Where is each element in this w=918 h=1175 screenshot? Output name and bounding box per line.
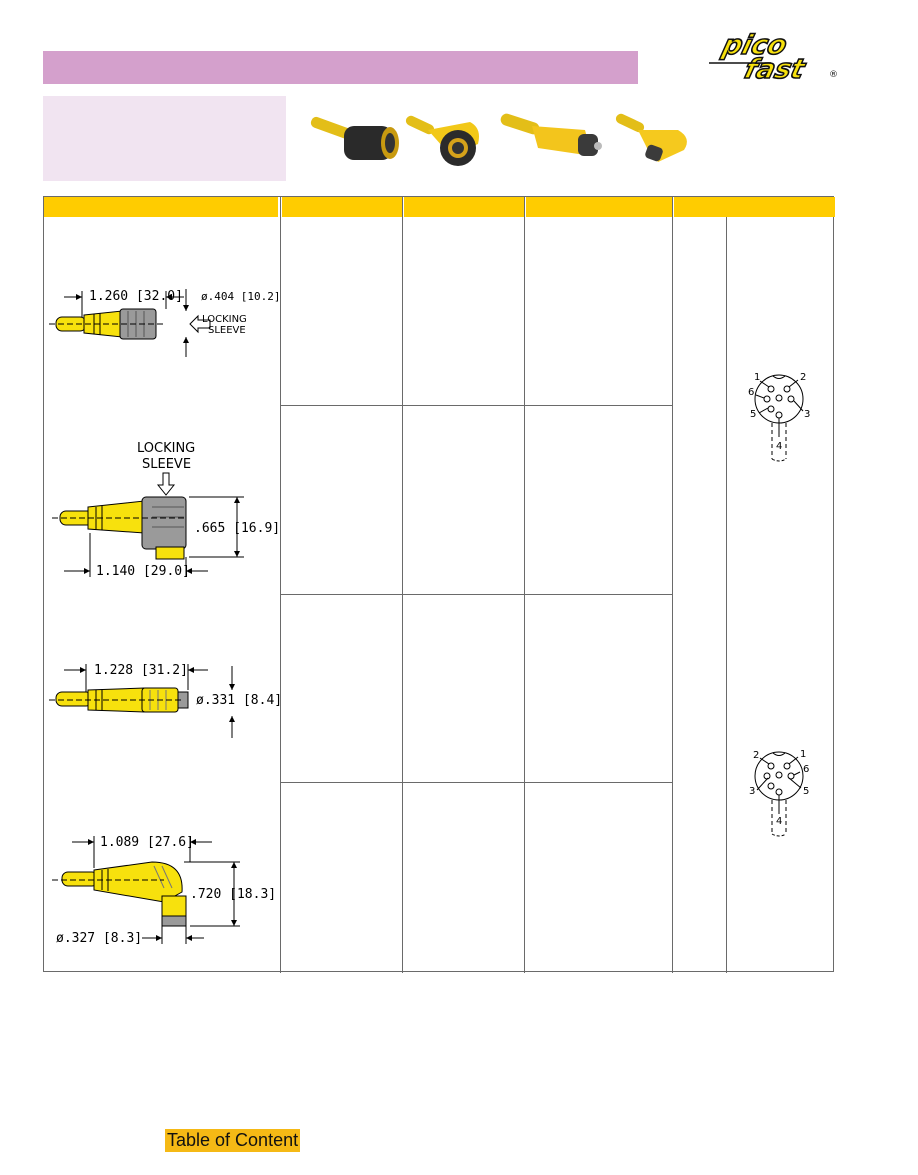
dim-straight-female-length: 1.260 [32.0]	[89, 289, 183, 304]
dim-right-angle-female-height: .665 [16.9]	[194, 521, 280, 536]
picofast-logo: pico fast ®	[709, 30, 838, 86]
drawing-straight-female: 1.260 [32.0] ø.404 [10.2] LOCKING SLEEVE	[49, 289, 280, 357]
dim-straight-male-diameter: ø.331 [8.4]	[196, 693, 280, 708]
drawing-right-angle-male: .720 [18.3] ø.327 [8.3] 1.089 [27.6]	[52, 835, 276, 946]
pin-label: 4	[776, 816, 782, 827]
pinout-female: 1 2 6 5 3 4	[748, 372, 810, 462]
logo-text-fast: fast	[741, 54, 808, 85]
pin-label: 1	[754, 372, 760, 383]
dim-right-angle-male-height: .720 [18.3]	[190, 887, 276, 902]
photo-right-angle-male	[615, 113, 687, 162]
label-sleeve: SLEEVE	[142, 457, 191, 472]
title-bar	[43, 51, 638, 84]
pin-label: 5	[803, 786, 809, 797]
dim-right-angle-female-length: 1.140 [29.0]	[96, 564, 190, 579]
dim-right-angle-male-length: 1.089 [27.6]	[100, 835, 194, 850]
header-cell-3	[404, 197, 524, 217]
product-table: 1.260 [32.0] ø.404 [10.2] LOCKING SLEEVE…	[43, 196, 835, 973]
label-locking: LOCKING	[137, 441, 195, 456]
column-divider	[402, 197, 403, 973]
pin-label: 6	[748, 387, 754, 398]
column-divider	[524, 197, 525, 973]
column-divider	[280, 197, 281, 973]
drawing-right-angle-female: LOCKING SLEEVE .665 [16.9] 1.140 [29.0]	[52, 441, 280, 579]
photo-right-angle-female	[405, 115, 479, 166]
pin-label: 3	[804, 409, 810, 420]
row-divider	[280, 405, 672, 406]
dim-straight-female-diameter: ø.404 [10.2]	[201, 290, 280, 303]
pin-label: 2	[753, 750, 759, 761]
pinout-male: 2 1 6 3 5 4	[749, 749, 809, 837]
pin-label: 3	[749, 786, 755, 797]
row-divider	[280, 782, 672, 783]
pin-label: 5	[750, 409, 756, 420]
header-cell-pinout	[674, 197, 835, 217]
drawing-straight-male: 1.228 [31.2] ø.331 [8.4]	[49, 663, 280, 738]
row-divider	[280, 594, 672, 595]
intro-box	[43, 96, 286, 181]
registered-mark: ®	[829, 70, 838, 80]
pin-label: 4	[776, 441, 782, 452]
header-cell-drawing	[44, 197, 278, 217]
photo-straight-female	[310, 116, 399, 160]
column-divider	[726, 217, 727, 973]
label-sleeve: SLEEVE	[208, 325, 246, 336]
table-of-content-link[interactable]: Table of Content	[165, 1129, 301, 1152]
connector-photos	[310, 113, 687, 166]
logo-text-pico: pico	[718, 30, 790, 61]
header-cell-4	[526, 197, 672, 217]
header-cell-2	[282, 197, 402, 217]
dim-straight-male-length: 1.228 [31.2]	[94, 663, 188, 678]
photo-straight-male	[500, 113, 602, 156]
pin-label: 1	[800, 749, 806, 760]
column-divider	[672, 197, 673, 973]
pin-label: 2	[800, 372, 806, 383]
dim-right-angle-male-diameter: ø.327 [8.3]	[56, 931, 142, 946]
label-locking: LOCKING	[202, 314, 247, 325]
pin-label: 6	[803, 764, 809, 775]
